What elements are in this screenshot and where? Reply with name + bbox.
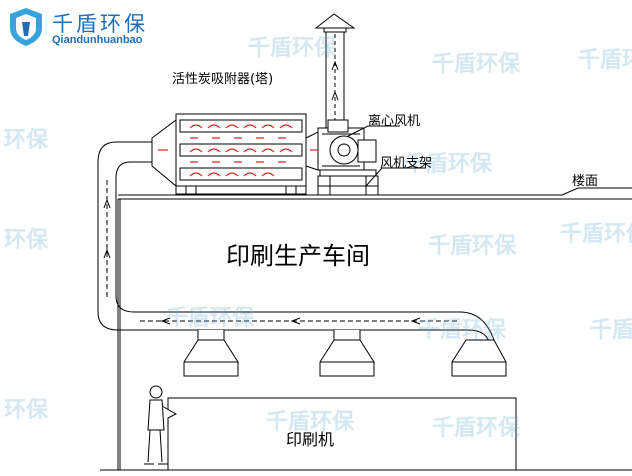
adsorber-label: 活性炭吸附器(塔) xyxy=(172,72,274,87)
fan-label: 离心风机 xyxy=(368,114,421,129)
shield-logo-icon xyxy=(10,8,42,46)
watermark: 千盾环保 xyxy=(432,52,521,77)
watermark: 千盾环保 xyxy=(432,416,521,441)
watermark: 环保 xyxy=(4,228,49,253)
watermark: 千盾环保 xyxy=(404,152,493,177)
exhaust-stack xyxy=(314,13,356,129)
watermark: 千盾环保 xyxy=(248,36,337,61)
activated-carbon-adsorber xyxy=(151,113,319,195)
fan-label-leader xyxy=(347,125,400,137)
exhaust-duct xyxy=(97,141,495,347)
fan-support-label: 风机支架 xyxy=(380,156,433,171)
brand-name-cn: 千盾环保 xyxy=(52,12,148,36)
watermark: 千盾环保 xyxy=(418,318,507,343)
fan-support-leader xyxy=(365,167,426,187)
collection-hoods xyxy=(183,330,507,377)
airflow-arrows xyxy=(158,124,318,177)
watermark: 环保 xyxy=(4,398,49,423)
floor-label: 楼面 xyxy=(572,174,599,189)
operator-figure xyxy=(144,385,178,465)
watermark: 千盾环保 xyxy=(560,222,632,247)
watermark: 千盾环保 xyxy=(590,318,632,343)
watermark: 千盾环保 xyxy=(266,410,355,435)
watermark: 千盾环保 xyxy=(166,306,255,331)
press-label: 印刷机 xyxy=(286,430,335,449)
brand-name-en: Qiandunhuanbao xyxy=(52,34,143,46)
watermark: 千盾环保 xyxy=(578,48,632,73)
watermark: 千盾环保 xyxy=(428,234,517,259)
printing-press xyxy=(167,397,517,471)
watermark: 环保 xyxy=(4,128,49,153)
workshop-label: 印刷生产车间 xyxy=(226,242,370,270)
brand-logo: 千盾环保 Qiandunhuanbao xyxy=(6,6,196,50)
